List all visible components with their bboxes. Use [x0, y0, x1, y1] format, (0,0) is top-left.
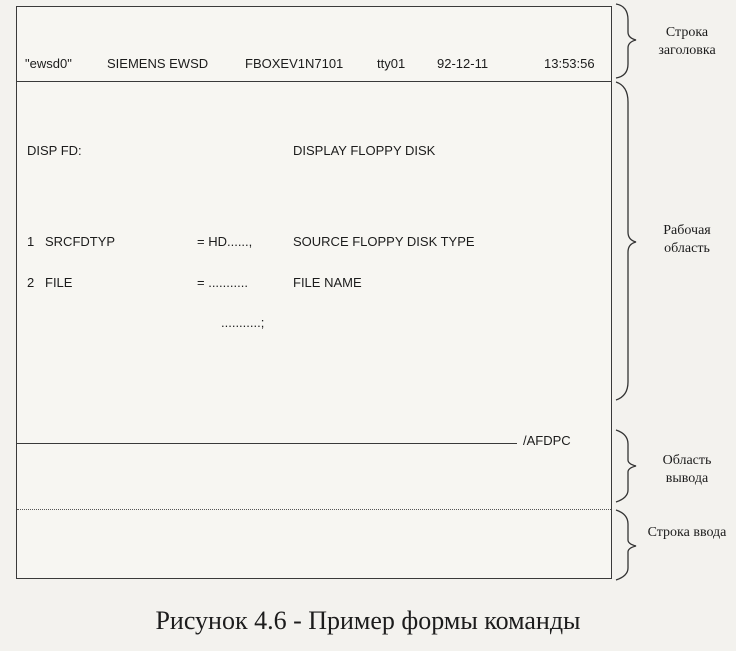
annotation-output: Область вывода	[662, 453, 712, 486]
header-system: "ewsd0"	[25, 55, 72, 71]
header-time: 13:53:56	[544, 55, 595, 71]
terminal-screen: "ewsd0" SIEMENS EWSD FBOXEV1N7101 tty01 …	[16, 6, 612, 579]
param-2-name: FILE	[45, 275, 73, 290]
annotation-braces	[615, 3, 637, 581]
input-separator	[17, 509, 611, 510]
param-1-number: 1	[27, 234, 35, 249]
annotation-input: Строка ввода	[647, 525, 727, 540]
header-vendor: SIEMENS EWSD	[107, 55, 209, 71]
annotation-header: Строка заголовка	[658, 25, 716, 58]
param-2-value[interactable]: = ...........	[197, 275, 248, 290]
param-2-number: 2	[27, 275, 35, 290]
input-line[interactable]	[17, 511, 611, 577]
brace-work	[615, 81, 637, 401]
param-1-value[interactable]: = HD......,	[197, 234, 253, 249]
param-2-description: FILE NAME	[293, 275, 362, 290]
annotation-work: Рабочая область	[663, 223, 711, 256]
header-ident: FBOXEV1N7101	[245, 55, 344, 71]
command-description: DISPLAY FLOPPY DISK	[293, 143, 436, 158]
command-name: DISP FD:	[27, 143, 82, 158]
output-separator	[17, 443, 517, 444]
header-date: 92-12-11	[437, 55, 489, 71]
param-1-description: SOURCE FLOPPY DISK TYPE	[293, 234, 475, 249]
brace-input	[615, 509, 637, 581]
header-tty: tty01	[377, 55, 406, 71]
figure-caption: Рисунок 4.6 - Пример формы команды	[155, 606, 581, 635]
brace-output	[615, 429, 637, 503]
header-separator	[17, 81, 611, 82]
brace-header	[615, 3, 637, 79]
param-1-name: SRCFDTYP	[45, 234, 116, 249]
param-continuation[interactable]: ...........;	[221, 315, 265, 330]
output-code: /AFDPC	[523, 433, 571, 448]
header-line: "ewsd0" SIEMENS EWSD FBOXEV1N7101 tty01 …	[17, 39, 611, 87]
